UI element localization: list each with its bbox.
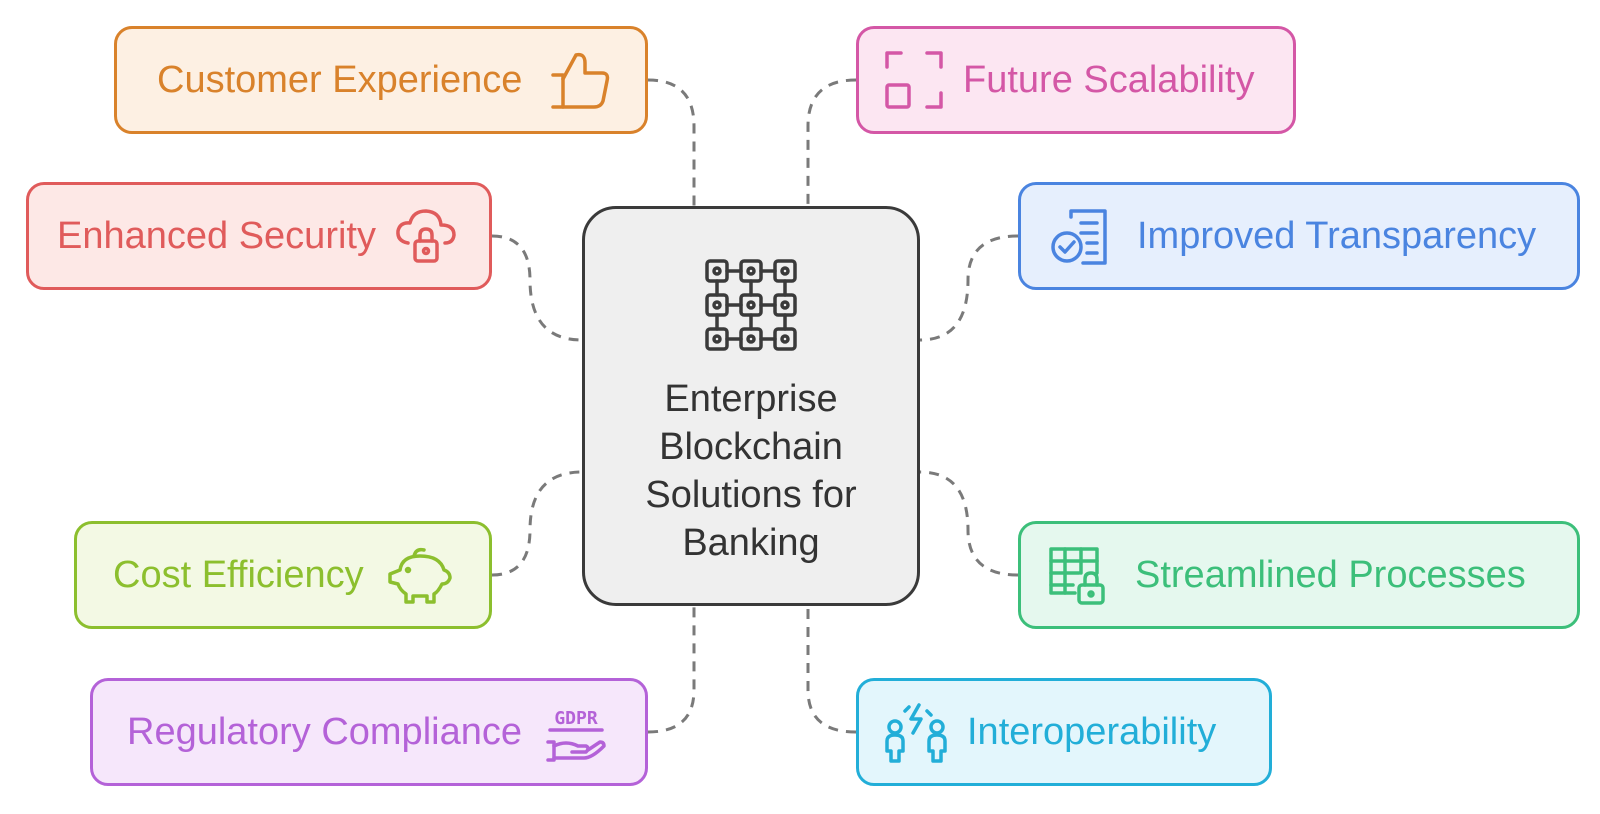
- connector-customer-experience: [647, 78, 696, 206]
- connector-interoperability: [806, 606, 857, 734]
- connector-regulatory-compliance: [647, 606, 696, 734]
- table-lock-icon: [1049, 547, 1105, 605]
- node-regulatory-compliance: Regulatory Compliance GDPR: [90, 678, 648, 786]
- node-label: Improved Transparency: [1137, 215, 1537, 257]
- connector-future-scalability: [806, 78, 857, 206]
- cloud-lock-icon: [396, 209, 456, 263]
- people-exchange-icon: [885, 703, 947, 763]
- connector-improved-transparency: [919, 234, 1019, 342]
- thumbs-up-icon: [551, 52, 610, 109]
- connector-cost-efficiency: [491, 470, 583, 577]
- node-label: Future Scalability: [963, 59, 1255, 101]
- node-cost-efficiency: Cost Efficiency: [74, 521, 492, 629]
- node-label: Cost Efficiency: [113, 554, 364, 596]
- connector-enhanced-security: [491, 234, 583, 342]
- document-check-icon: [1051, 209, 1107, 265]
- piggy-bank-icon: [387, 547, 452, 604]
- node-customer-experience: Customer Experience: [114, 26, 648, 134]
- node-future-scalability: Future Scalability: [856, 26, 1296, 134]
- node-label: Customer Experience: [157, 59, 523, 101]
- node-label: Interoperability: [967, 711, 1217, 753]
- center-node: Enterprise Blockchain Solutions for Bank…: [582, 206, 920, 606]
- node-interoperability: Interoperability: [856, 678, 1272, 786]
- node-streamlined-processes: Streamlined Processes: [1018, 521, 1580, 629]
- node-improved-transparency: Improved Transparency: [1018, 182, 1580, 290]
- center-title: Enterprise Blockchain Solutions for Bank…: [645, 378, 857, 564]
- node-label: Enhanced Security: [57, 215, 376, 257]
- connector-streamlined-processes: [919, 470, 1019, 577]
- blockchain-grid-icon: [705, 259, 797, 351]
- svg-text:GDPR: GDPR: [554, 708, 598, 729]
- gdpr-hand-icon: GDPR: [546, 708, 606, 762]
- node-enhanced-security: Enhanced Security: [26, 182, 492, 290]
- scale-frame-icon: [885, 51, 943, 109]
- node-label: Streamlined Processes: [1135, 554, 1526, 596]
- node-label: Regulatory Compliance: [127, 711, 522, 753]
